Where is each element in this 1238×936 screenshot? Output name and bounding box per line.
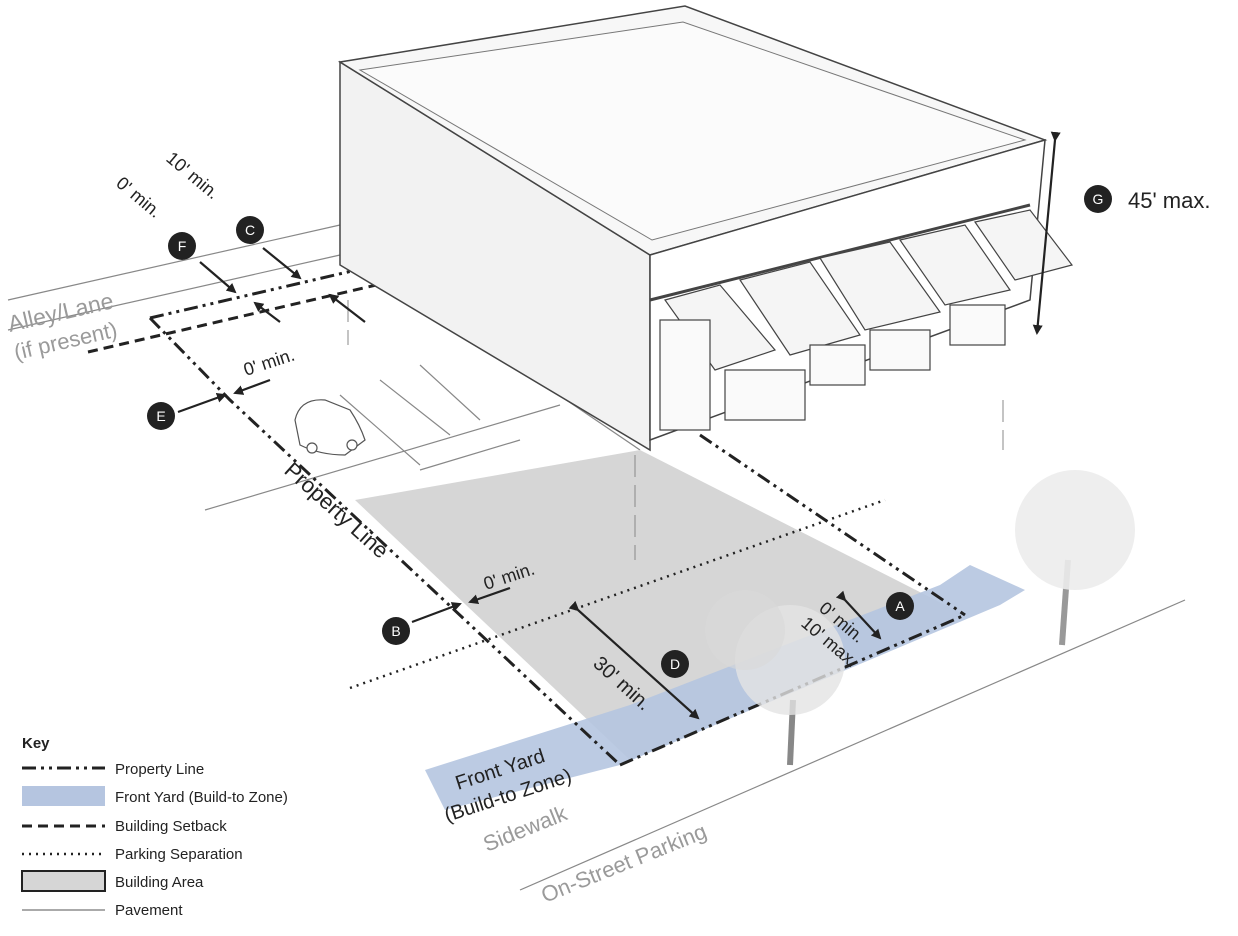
svg-text:C: C (245, 222, 255, 238)
tree-icon (705, 590, 845, 766)
key-title: Key (22, 735, 50, 752)
building-setback-lines (87, 281, 386, 354)
key-legend: Key Property Line Front Yard (Build-to Z… (21, 735, 288, 919)
car-icon (294, 399, 366, 456)
badge-g: G (1084, 185, 1112, 213)
tree-icon (1015, 470, 1135, 646)
badge-d: D (661, 650, 689, 678)
badge-f: F (168, 232, 196, 260)
key-item-pavement: Pavement (115, 902, 183, 919)
badge-c: C (236, 216, 264, 244)
key-item-building-area: Building Area (115, 874, 204, 891)
key-item-property-line: Property Line (115, 761, 204, 778)
svg-text:A: A (895, 598, 905, 614)
key-item-building-setback: Building Setback (115, 818, 227, 835)
svg-text:G: G (1093, 191, 1104, 207)
badge-a: A (886, 592, 914, 620)
svg-text:E: E (156, 408, 165, 424)
key-item-front-yard: Front Yard (Build-to Zone) (115, 789, 288, 806)
svg-text:F: F (178, 238, 187, 254)
svg-text:B: B (391, 623, 400, 639)
dimension-arrows (177, 131, 1061, 720)
building (337, 5, 1074, 452)
on-street-parking-label: On-Street Parking (538, 818, 711, 907)
svg-text:D: D (670, 656, 680, 672)
badge-b: B (382, 617, 410, 645)
dim-f-text: 0' min. (112, 173, 165, 222)
badge-e: E (147, 402, 175, 430)
dim-g-text: 45' max. (1128, 188, 1210, 213)
dim-e-text: 0' min. (241, 345, 297, 380)
key-item-parking-separation: Parking Separation (115, 846, 243, 863)
dim-c-text: 10' min. (162, 148, 223, 203)
